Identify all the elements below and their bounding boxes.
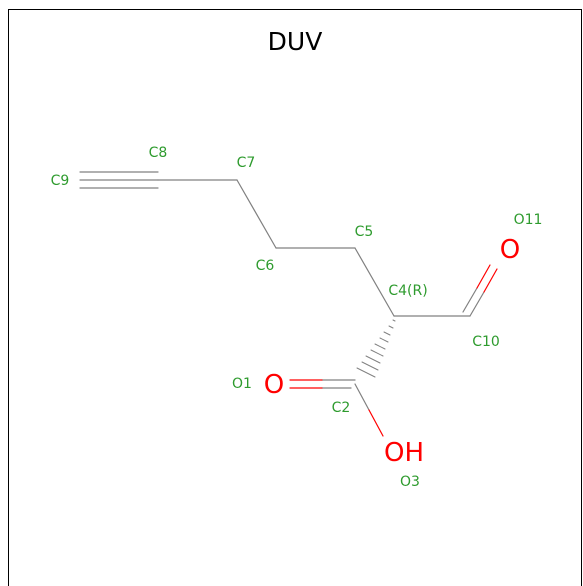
atom-label-c2: C2 [332,400,351,416]
hydroxyl-o3-symbol: OH [384,438,424,468]
element-symbols: O O OH [264,235,520,468]
bond-c9-c8-triple [79,171,159,189]
atom-label-c10: C10 [472,334,500,350]
atom-label-c6: C6 [256,258,275,274]
oxygen-o11-symbol: O [500,235,520,265]
atom-label-o3: O3 [400,474,420,490]
bond-c5-c4 [354,247,395,317]
atom-label-c4: C4(R) [388,283,427,299]
atom-label-c7: C7 [237,155,256,171]
bond-c10-o11-double [462,264,498,317]
atom-label-c5: C5 [355,224,374,240]
bond-layer [79,171,498,437]
molecule-title: DUV [268,27,323,56]
atom-label-c8: C8 [149,145,168,161]
oxygen-o1-symbol: O [264,370,284,400]
diagram-frame [8,9,582,586]
bond-c2-o1-double [289,379,356,389]
bond-c7-c6 [236,179,277,249]
bond-c4-c2-hashed-wedge [356,319,396,378]
atom-label-c9: C9 [51,173,70,189]
atom-labels: C9 C8 C7 C6 C5 C4(R) C10 O11 O1 C2 O3 [51,145,543,490]
bond-c2-o3 [354,383,384,437]
atom-label-o11: O11 [514,212,543,228]
atom-label-o1: O1 [232,376,252,392]
